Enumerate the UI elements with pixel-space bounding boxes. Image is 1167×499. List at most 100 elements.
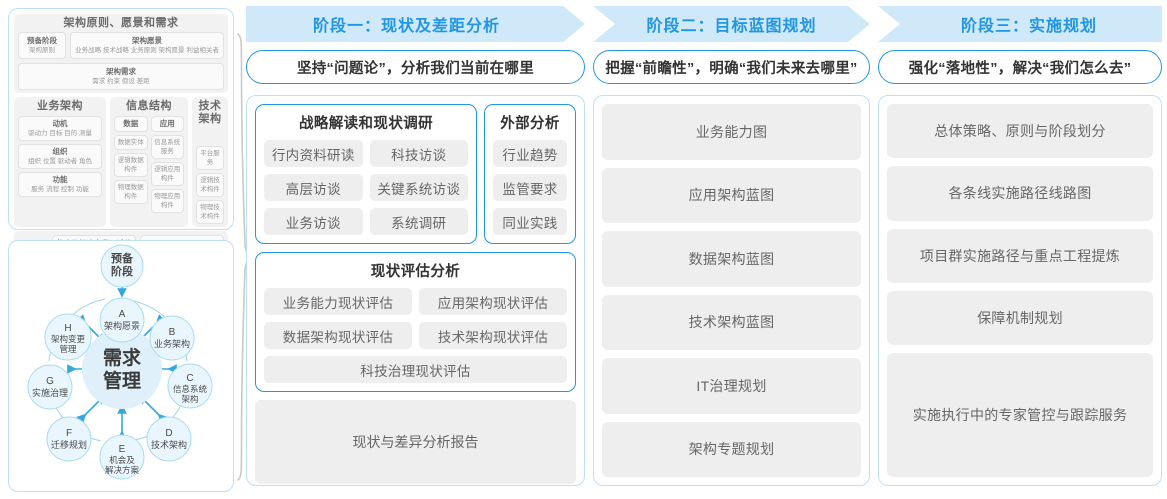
svg-text:架构: 架构 (181, 394, 198, 404)
adm-node-f (46, 416, 92, 462)
organization-title: 组织 (52, 147, 68, 156)
svg-text:C: C (186, 373, 193, 384)
chip-system-research[interactable]: 系统调研 (369, 208, 468, 235)
current-state-assessment-group: 现状评估分析 业务能力现状评估 应用架构现状评估 数据架构现状评估 技术架构现状… (255, 252, 576, 392)
adm-center-line2: 管理 (103, 369, 141, 392)
chip-industry-trend[interactable]: 行业趋势 (493, 140, 567, 167)
logical-application-component-items: 逻辑应用构件 (154, 166, 181, 182)
chip-assurance-mechanism-plan[interactable]: 保障机制规划 (887, 290, 1153, 345)
prep-phase-items: 架构原则 (29, 47, 55, 54)
motivation-items: 驱动力 目标 目的 测量 (28, 130, 92, 137)
chip-application-architecture-blueprint[interactable]: 应用架构蓝图 (602, 167, 861, 223)
logical-data-component-items: 逻辑数据构件 (117, 157, 144, 173)
phase-2-panel: 业务能力图 应用架构蓝图 数据架构蓝图 技术架构蓝图 IT治理规划 架构专题规划 (593, 95, 870, 486)
architecture-principles-group: 架构原则、愿景和需求 预备阶段 架构原则 架构愿景 业务战略 技术战略 业务原则… (14, 14, 228, 93)
svg-text:H: H (64, 323, 71, 334)
technology-architecture-pillar: 技术架构 平台服务 逻辑技术构件 物理技术构件 (192, 97, 228, 227)
organization-items: 组织 位置 驱动者 角色 (28, 158, 92, 165)
architecture-principles-title: 架构原则、愿景和需求 (63, 17, 179, 29)
chip-executive-interview[interactable]: 高层访谈 (264, 174, 363, 201)
phase-2-column: 阶段二：目标蓝图规划 把握“前瞻性”，明确“我们未来去哪里” 业务能力图 应用架… (593, 6, 870, 494)
information-system-service-items: 信息系统服务 (154, 139, 181, 155)
application-title: 应用 (159, 119, 175, 128)
chip-peer-practice[interactable]: 同业实践 (493, 208, 567, 235)
adm-prep-line1: 预备 (111, 251, 134, 265)
chip-internal-doc-study[interactable]: 行内资料研读 (264, 140, 363, 167)
motivation-title: 动机 (52, 119, 68, 128)
gap-analysis-report[interactable]: 现状与差异分析报告 (255, 400, 576, 484)
svg-text:架构愿景: 架构愿景 (104, 320, 140, 331)
chip-key-system-interview[interactable]: 关键系统访谈 (369, 174, 468, 201)
adm-node-a (99, 297, 145, 343)
technology-architecture-title: 技术架构 (198, 100, 222, 125)
data-box: 数据 (114, 116, 148, 132)
chip-overall-strategy-principles-phases[interactable]: 总体策略、原则与阶段划分 (887, 104, 1153, 159)
svg-text:机会及: 机会及 (109, 455, 135, 465)
data-entity-items: 数据实体 (117, 139, 144, 146)
data-entity-box: 数据实体 (114, 135, 148, 150)
svg-text:B: B (169, 327, 176, 338)
svg-text:解决方案: 解决方案 (105, 465, 140, 475)
phase-2-subtitle: 把握“前瞻性”，明确“我们未来去哪里” (593, 50, 870, 84)
information-system-service-box: 信息系统服务 (150, 135, 184, 159)
svg-text:管理: 管理 (59, 344, 77, 354)
chip-technology-architecture-assessment[interactable]: 技术架构现状评估 (419, 322, 567, 349)
adm-cycle-diagram: 需求 管理 预备 阶段 A 架构愿景 B 业务架构 C 信息系统 架构 (27, 244, 213, 480)
organization-box: 组织 组织 位置 驱动者 角色 (18, 144, 102, 169)
architecture-vision-title: 架构愿景 (132, 36, 162, 45)
adm-node-d (146, 416, 192, 462)
phase-3-subtitle: 强化“落地性”，解决“我们怎么去” (878, 50, 1162, 84)
chip-business-capability-map[interactable]: 业务能力图 (602, 104, 861, 160)
architecture-requirement-box: 架构需求 需求 约束 假设 差距 (18, 63, 224, 90)
chip-business-capability-assessment[interactable]: 业务能力现状评估 (264, 288, 412, 315)
physical-data-component-items: 物理数据构件 (117, 184, 144, 200)
adm-node-e (99, 434, 145, 480)
chip-application-architecture-assessment[interactable]: 应用架构现状评估 (419, 288, 567, 315)
physical-application-component-box: 物理应用构件 (150, 189, 184, 213)
strategy-research-title: 战略解读和现状调研 (298, 116, 434, 132)
adm-node-h (44, 313, 92, 361)
chip-technology-architecture-blueprint[interactable]: 技术架构蓝图 (602, 294, 861, 350)
application-box: 应用 (150, 116, 184, 132)
chip-tech-governance-assessment[interactable]: 科技治理现状评估 (264, 356, 567, 383)
svg-text:信息系统: 信息系统 (173, 384, 208, 394)
logical-application-component-box: 逻辑应用构件 (150, 162, 184, 186)
chip-line-implementation-roadmap[interactable]: 各条线实施路径线路图 (887, 166, 1153, 221)
physical-technology-component-items: 物理技术构件 (200, 204, 220, 220)
svg-text:迁移规划: 迁移规划 (51, 439, 87, 450)
phase-1-subtitle: 坚持“问题论”，分析我们当前在哪里 (246, 50, 585, 84)
information-structure-pillar: 信息结构 数据 数据实体 逻辑数据构件 (110, 97, 188, 227)
function-items: 服务 流程 控制 功能 (31, 186, 89, 193)
phase-1-banner: 阶段一：现状及差距分析 (246, 6, 585, 42)
external-analysis-title: 外部分析 (500, 116, 560, 132)
svg-text:A: A (119, 309, 126, 320)
left-column: 架构原则、愿景和需求 预备阶段 架构原则 架构愿景 业务战略 技术战略 业务原则… (8, 8, 236, 492)
prep-phase-box: 预备阶段 架构原则 (18, 32, 66, 59)
phase-1-column: 阶段一：现状及差距分析 坚持“问题论”，分析我们当前在哪里 战略解读和现状调研 … (246, 6, 585, 494)
current-state-assessment-title: 现状评估分析 (370, 264, 461, 280)
chip-expert-control-tracking-service[interactable]: 实施执行中的专家管控与跟踪服务 (887, 353, 1153, 477)
logical-technology-component-items: 逻辑技术构件 (200, 177, 220, 193)
phase-columns: 阶段一：现状及差距分析 坚持“问题论”，分析我们当前在哪里 战略解读和现状调研 … (246, 6, 1162, 494)
adm-node-b (149, 315, 195, 361)
chip-data-architecture-assessment[interactable]: 数据架构现状评估 (264, 322, 412, 349)
architecture-requirement-title: 架构需求 (106, 67, 136, 76)
chip-tech-interview[interactable]: 科技访谈 (369, 140, 468, 167)
phase-3-column: 阶段三：实施规划 强化“落地性”，解决“我们怎么去” 总体策略、原则与阶段划分 … (878, 6, 1162, 494)
chip-regulatory-requirement[interactable]: 监管要求 (493, 174, 567, 201)
logical-data-component-box: 逻辑数据构件 (114, 153, 148, 177)
chip-it-governance-plan[interactable]: IT治理规划 (602, 358, 861, 414)
chip-business-interview[interactable]: 业务访谈 (264, 208, 363, 235)
phase-3-banner: 阶段三：实施规划 (878, 6, 1162, 42)
chip-program-implementation-path[interactable]: 项目群实施路径与重点工程提炼 (887, 228, 1153, 283)
adm-cycle-card: 需求 管理 预备 阶段 A 架构愿景 B 业务架构 C 信息系统 架构 (8, 240, 234, 492)
chip-data-architecture-blueprint[interactable]: 数据架构蓝图 (602, 231, 861, 287)
business-architecture-title: 业务架构 (37, 100, 83, 112)
svg-text:技术架构: 技术架构 (151, 439, 187, 450)
chip-architecture-topic-plan[interactable]: 架构专题规划 (602, 421, 861, 477)
function-box: 功能 服务 流程 控制 功能 (18, 172, 102, 197)
platform-service-box: 平台服务 (196, 146, 224, 170)
function-title: 功能 (52, 175, 68, 184)
architecture-requirement-items: 需求 约束 假设 差距 (92, 78, 150, 85)
